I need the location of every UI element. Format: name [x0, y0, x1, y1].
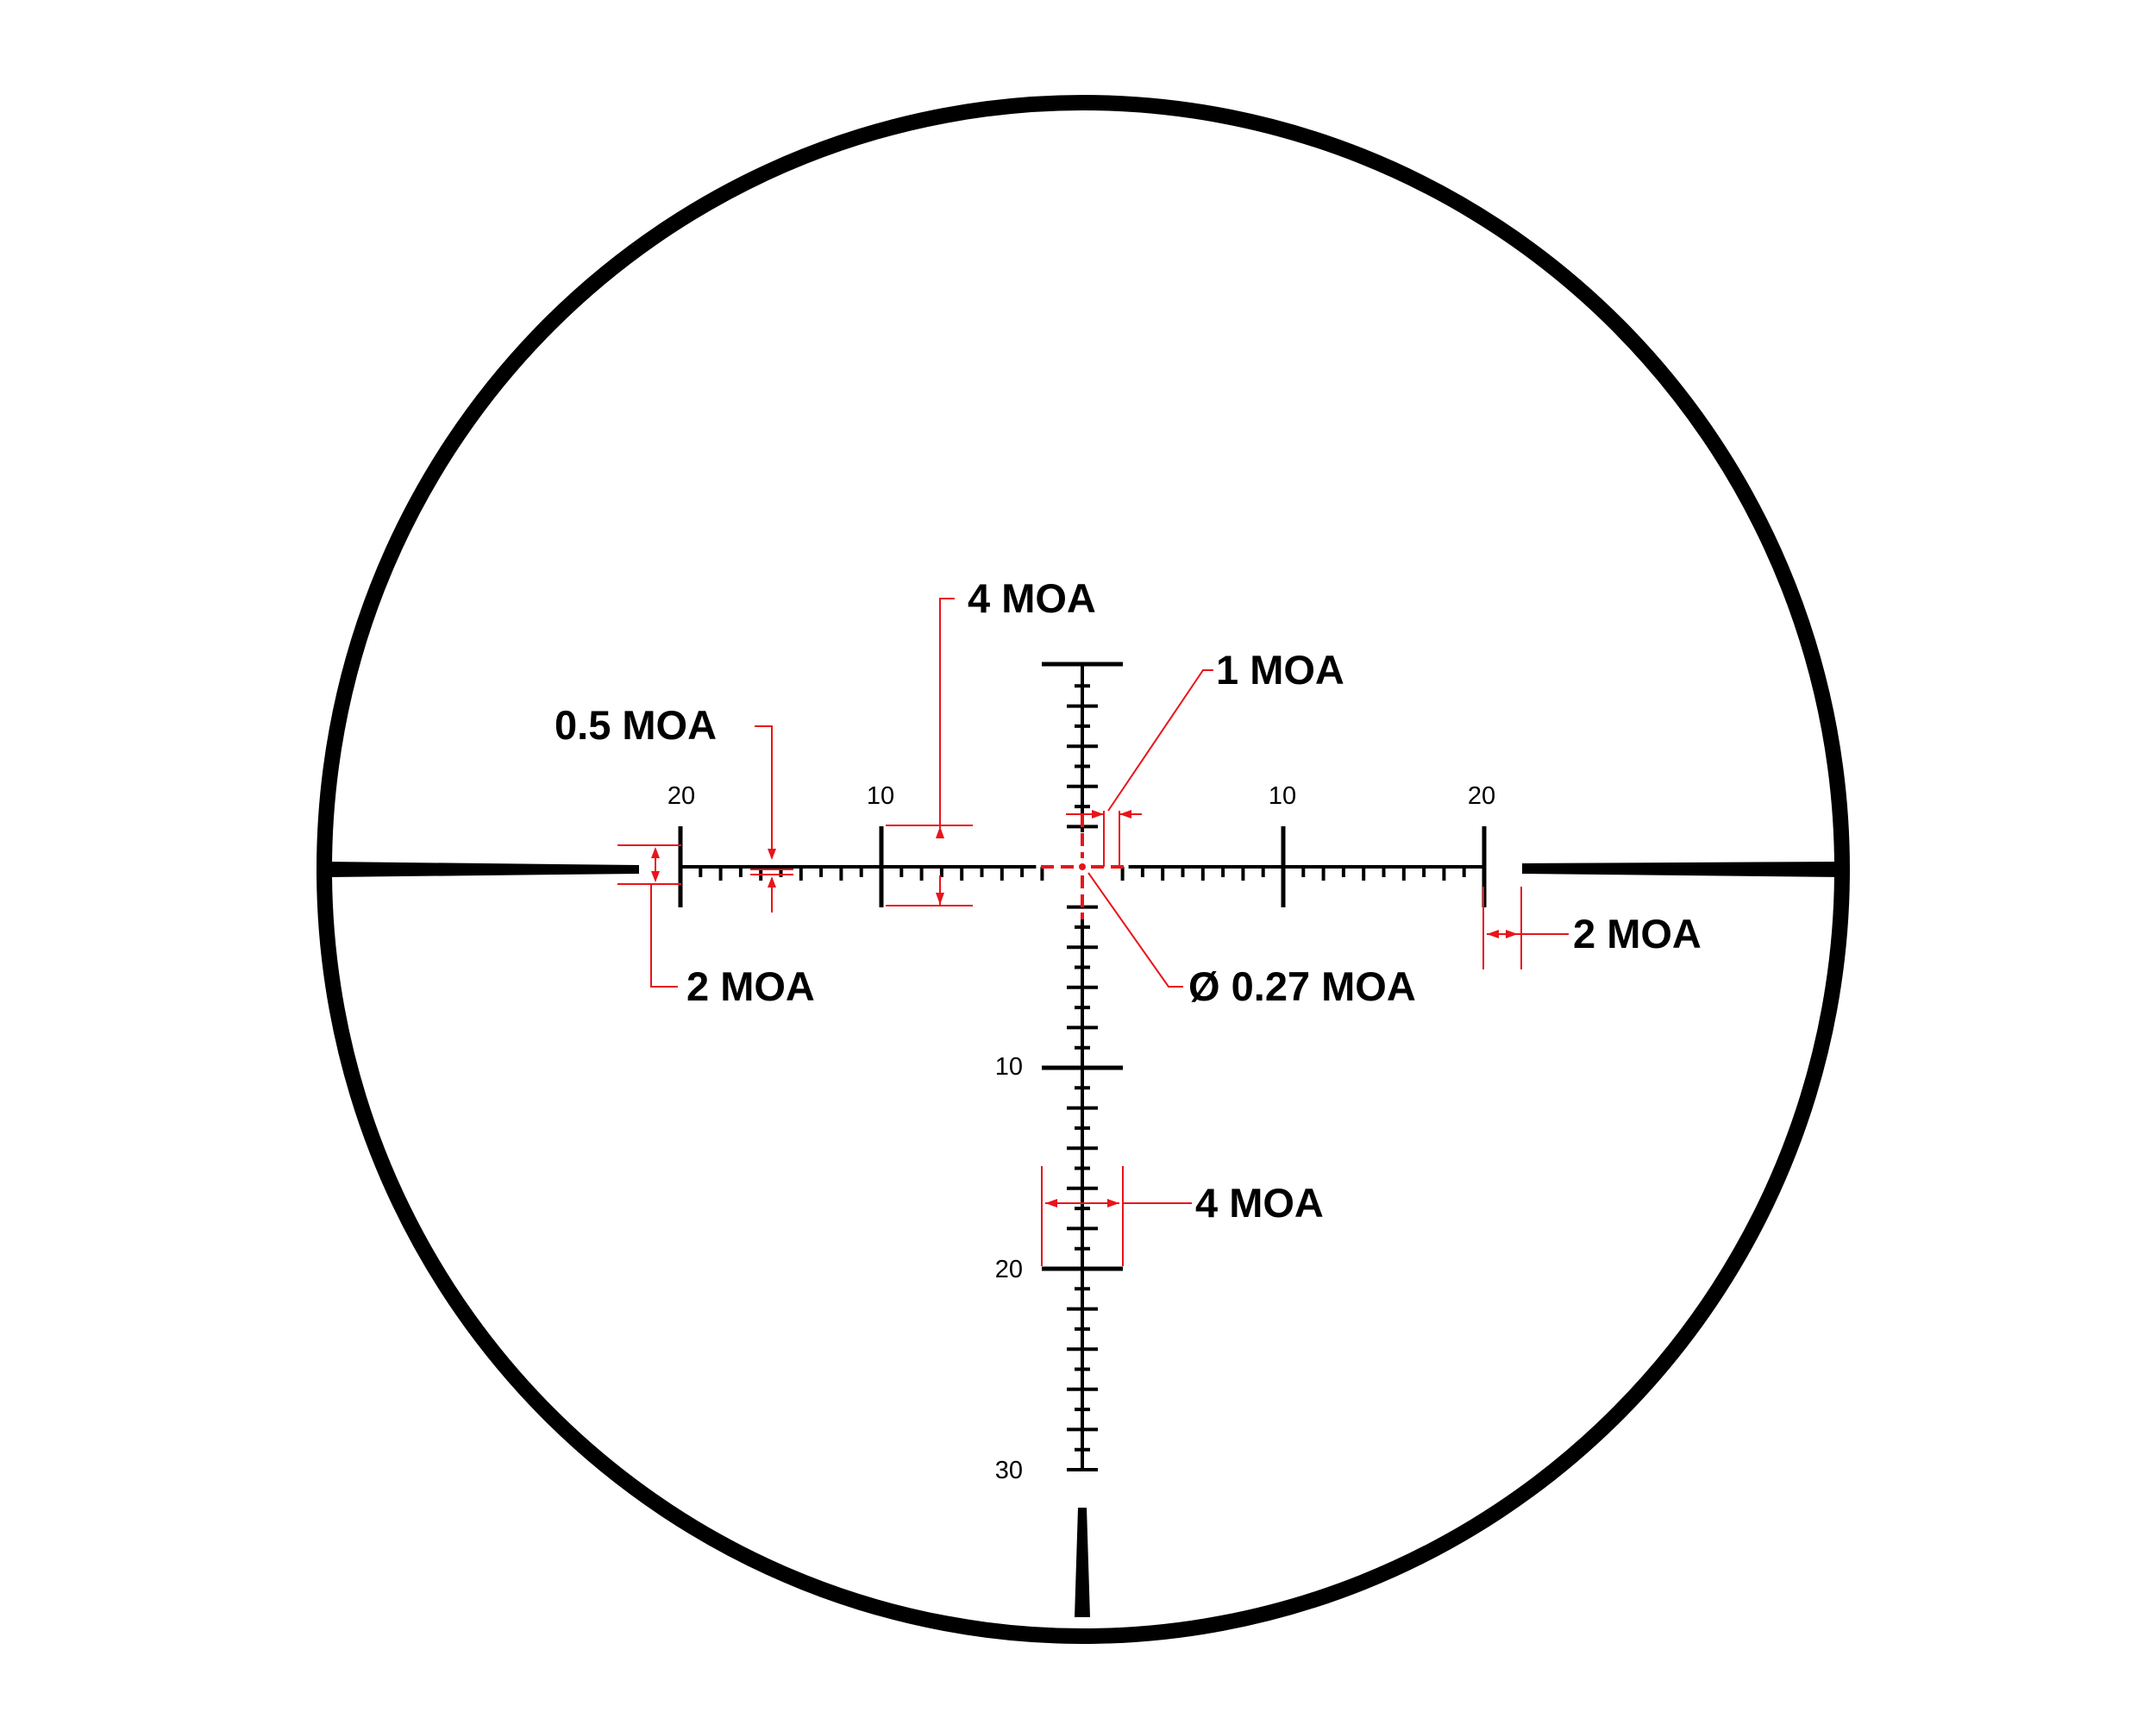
label-vertical-major-width: 4 MOA	[1195, 1180, 1324, 1226]
leader-center-gap	[1107, 669, 1213, 812]
center-aiming-point	[1041, 814, 1124, 919]
label-center-dot: Ø 0.27 MOA	[1188, 963, 1416, 1009]
leader-hash-height	[755, 725, 773, 857]
reticle-scale	[678, 662, 1487, 1471]
leader-left-post	[650, 884, 678, 988]
leader-center-dot	[1087, 872, 1183, 988]
scale-label-down-10: 10	[995, 1053, 1023, 1081]
scale-label-left-10: 10	[867, 782, 894, 810]
scale-label-right-10: 10	[1269, 782, 1296, 810]
scale-label-down-20: 20	[995, 1256, 1023, 1283]
dimension-lines	[617, 598, 1569, 1266]
thick-posts	[326, 862, 1842, 1617]
center-dot	[1079, 863, 1086, 870]
label-center-gap: 1 MOA	[1216, 647, 1344, 693]
bottom-post	[1075, 1508, 1090, 1617]
scale-label-down-30: 30	[995, 1457, 1023, 1484]
scale-numbers: 20 10 10 20 10 20 30	[667, 782, 1495, 1484]
scale-label-right-20: 20	[1468, 782, 1495, 810]
label-right-gap: 2 MOA	[1573, 911, 1702, 957]
annotation-labels: 0.5 MOA 4 MOA 1 MOA 2 MOA Ø 0.27 MOA 2 M…	[555, 575, 1702, 1226]
right-post	[1522, 862, 1842, 877]
label-left-post-height: 2 MOA	[686, 963, 815, 1009]
leader-major-tick	[939, 598, 955, 828]
label-hash-height: 0.5 MOA	[555, 702, 717, 748]
dimension-arrowheads	[651, 810, 1518, 1208]
scale-label-left-20: 20	[667, 782, 695, 810]
left-post	[326, 862, 639, 877]
label-major-tick-height: 4 MOA	[968, 575, 1096, 621]
